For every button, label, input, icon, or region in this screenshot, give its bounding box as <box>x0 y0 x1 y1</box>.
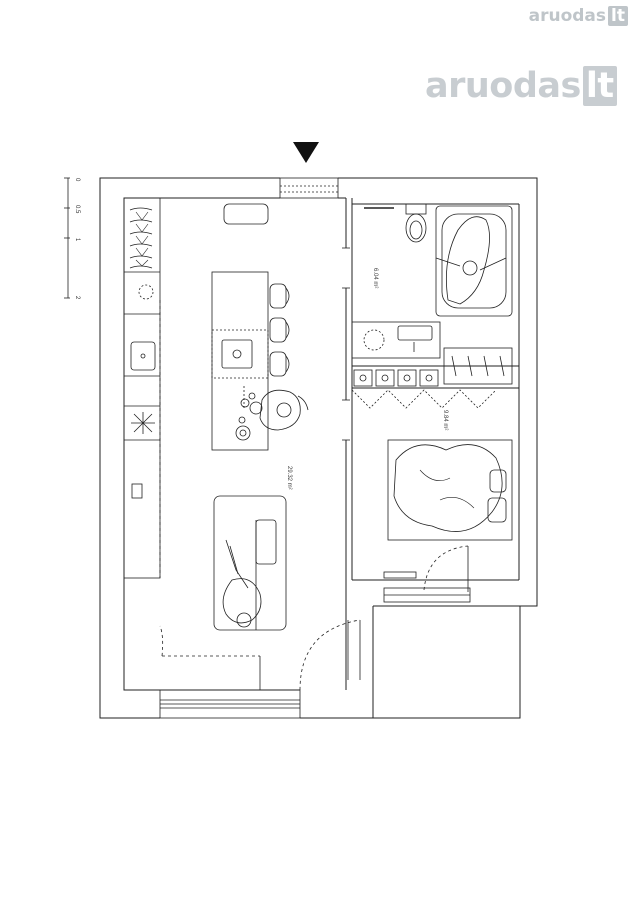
bathroom-area-label: 6.04 m² <box>372 268 378 288</box>
bathtub-icon <box>435 205 513 317</box>
person-icon <box>259 389 309 431</box>
entrance-door <box>279 177 339 199</box>
scale-bar: 0 0.5 1 2 <box>64 177 80 300</box>
living-room-door <box>159 619 361 691</box>
bedroom-area-label: 9.84 m² <box>442 410 448 430</box>
watermark-small-badge: lt <box>608 6 628 26</box>
bed-icon <box>387 439 513 541</box>
laundry-row <box>353 369 439 387</box>
watermark-small-text: aruodas <box>528 6 607 26</box>
scale-tick-2: 2 <box>74 296 80 300</box>
bar-stool-icon <box>269 283 290 377</box>
appliance <box>131 483 143 499</box>
window-bottom <box>159 689 301 719</box>
wash-basin <box>363 329 385 351</box>
person-in-bath-icon <box>435 216 507 305</box>
wardrobe <box>443 347 513 385</box>
interior-walls <box>345 198 520 690</box>
person-on-sofa-icon <box>222 539 262 628</box>
glass-rack <box>129 207 153 269</box>
watermark-big-text: aruodas <box>425 66 581 106</box>
sofa-icon <box>213 495 287 631</box>
outer-walls <box>99 177 538 719</box>
stove-icon <box>131 412 155 434</box>
kitchen-island <box>211 271 269 451</box>
living-area-label: 29.32 m² <box>286 466 292 490</box>
scale-tick-0.5: 0.5 <box>74 205 80 214</box>
entrance-arrow-icon <box>293 142 319 163</box>
kitchen-counter <box>123 197 161 579</box>
plate-icon <box>138 284 154 300</box>
bath-cabinet <box>351 321 441 359</box>
scale-tick-1: 1 <box>74 238 80 242</box>
scale-tick-0: 0 <box>74 178 80 182</box>
sink-icon <box>130 341 156 371</box>
closet-doors <box>351 389 497 409</box>
ceiling-fixture <box>223 203 269 225</box>
bedroom-door <box>383 545 469 592</box>
balcony-door <box>383 587 471 603</box>
dining-items <box>235 392 263 441</box>
watermark-big-badge: lt <box>582 66 617 106</box>
sink-icon-bath <box>397 325 433 341</box>
toilet-icon <box>405 203 427 243</box>
